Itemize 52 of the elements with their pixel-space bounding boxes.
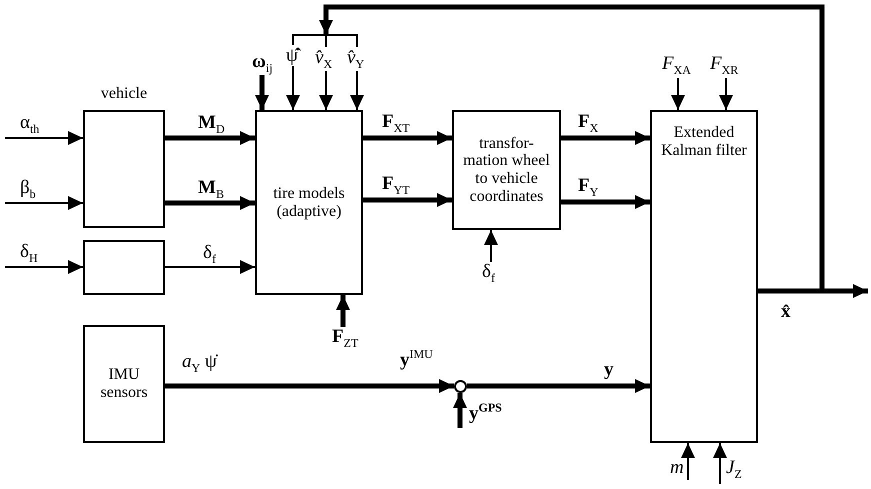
process-box: IMU sensors bbox=[83, 325, 165, 443]
signal-symbol: δ$_{f}$ bbox=[482, 261, 495, 282]
edge-label: F$_{XT}$ bbox=[382, 112, 410, 134]
double-arrow bbox=[255, 75, 269, 110]
summing-junction bbox=[454, 380, 467, 393]
double-arrow bbox=[467, 379, 650, 393]
signal-symbol: m bbox=[670, 457, 684, 478]
signal-symbol: F$_{ZT}$ bbox=[332, 326, 358, 347]
edge-label: y bbox=[604, 360, 614, 379]
arrow bbox=[719, 78, 733, 110]
process-box bbox=[83, 240, 165, 295]
edge-label: x̂ bbox=[781, 302, 790, 321]
double-arrow bbox=[165, 379, 454, 393]
signal-symbol: J$_{Z}$ bbox=[726, 457, 742, 478]
double-arrow bbox=[363, 193, 452, 207]
edge-label: F$_{Y}$ bbox=[578, 176, 598, 198]
arrow bbox=[5, 196, 83, 210]
arrow bbox=[165, 260, 255, 274]
signal-symbol: δ$_{H}$ bbox=[20, 241, 38, 262]
signal-symbol: ω$_{ij}$ bbox=[252, 51, 273, 72]
edge-label: ψ̇̂ bbox=[285, 45, 299, 66]
edge-label: δ$_{f}$ bbox=[203, 243, 216, 265]
edge-label: M$_{B}$ bbox=[198, 178, 224, 200]
arrow bbox=[681, 443, 695, 480]
process-box: Extended Kalman filter bbox=[650, 110, 758, 443]
arrow bbox=[671, 78, 685, 110]
arrow bbox=[5, 131, 83, 145]
edge-label: v̂$_{X}$ bbox=[314, 47, 334, 71]
signal-symbol: y$^{GPS}$ bbox=[469, 403, 502, 424]
arrow bbox=[713, 443, 727, 484]
signal-symbol: F$_{XA}$ bbox=[662, 53, 691, 74]
arrow bbox=[5, 260, 83, 274]
heading: vehicle bbox=[100, 85, 148, 103]
signal-label: y$^{IMU}$ bbox=[400, 348, 433, 370]
arrow bbox=[484, 230, 498, 262]
double-arrow bbox=[165, 196, 255, 210]
edge-label: F$_{YT}$ bbox=[382, 174, 410, 196]
edge-label: M$_{D}$ bbox=[198, 113, 225, 135]
double-arrow bbox=[561, 195, 650, 209]
edge-label: a$_{Y}$ ψ̇ bbox=[182, 352, 217, 374]
double-arrow bbox=[336, 295, 350, 327]
double-arrow bbox=[561, 131, 650, 145]
signal-symbol: α$_{th}$ bbox=[20, 112, 40, 133]
signal-symbol: β$_{b}$ bbox=[20, 177, 36, 198]
signal-symbol: F$_{XR}$ bbox=[710, 53, 738, 74]
double-arrow bbox=[165, 131, 255, 145]
edge-label: v̂$_{Y}$ bbox=[346, 47, 366, 71]
double-arrow bbox=[363, 131, 452, 145]
double-arrow bbox=[453, 393, 467, 428]
edge-label: F$_{X}$ bbox=[578, 112, 598, 134]
process-box: transfor- mation wheel to vehicle coordinates bbox=[452, 110, 561, 230]
process-box: tire models (adaptive) bbox=[255, 110, 363, 295]
